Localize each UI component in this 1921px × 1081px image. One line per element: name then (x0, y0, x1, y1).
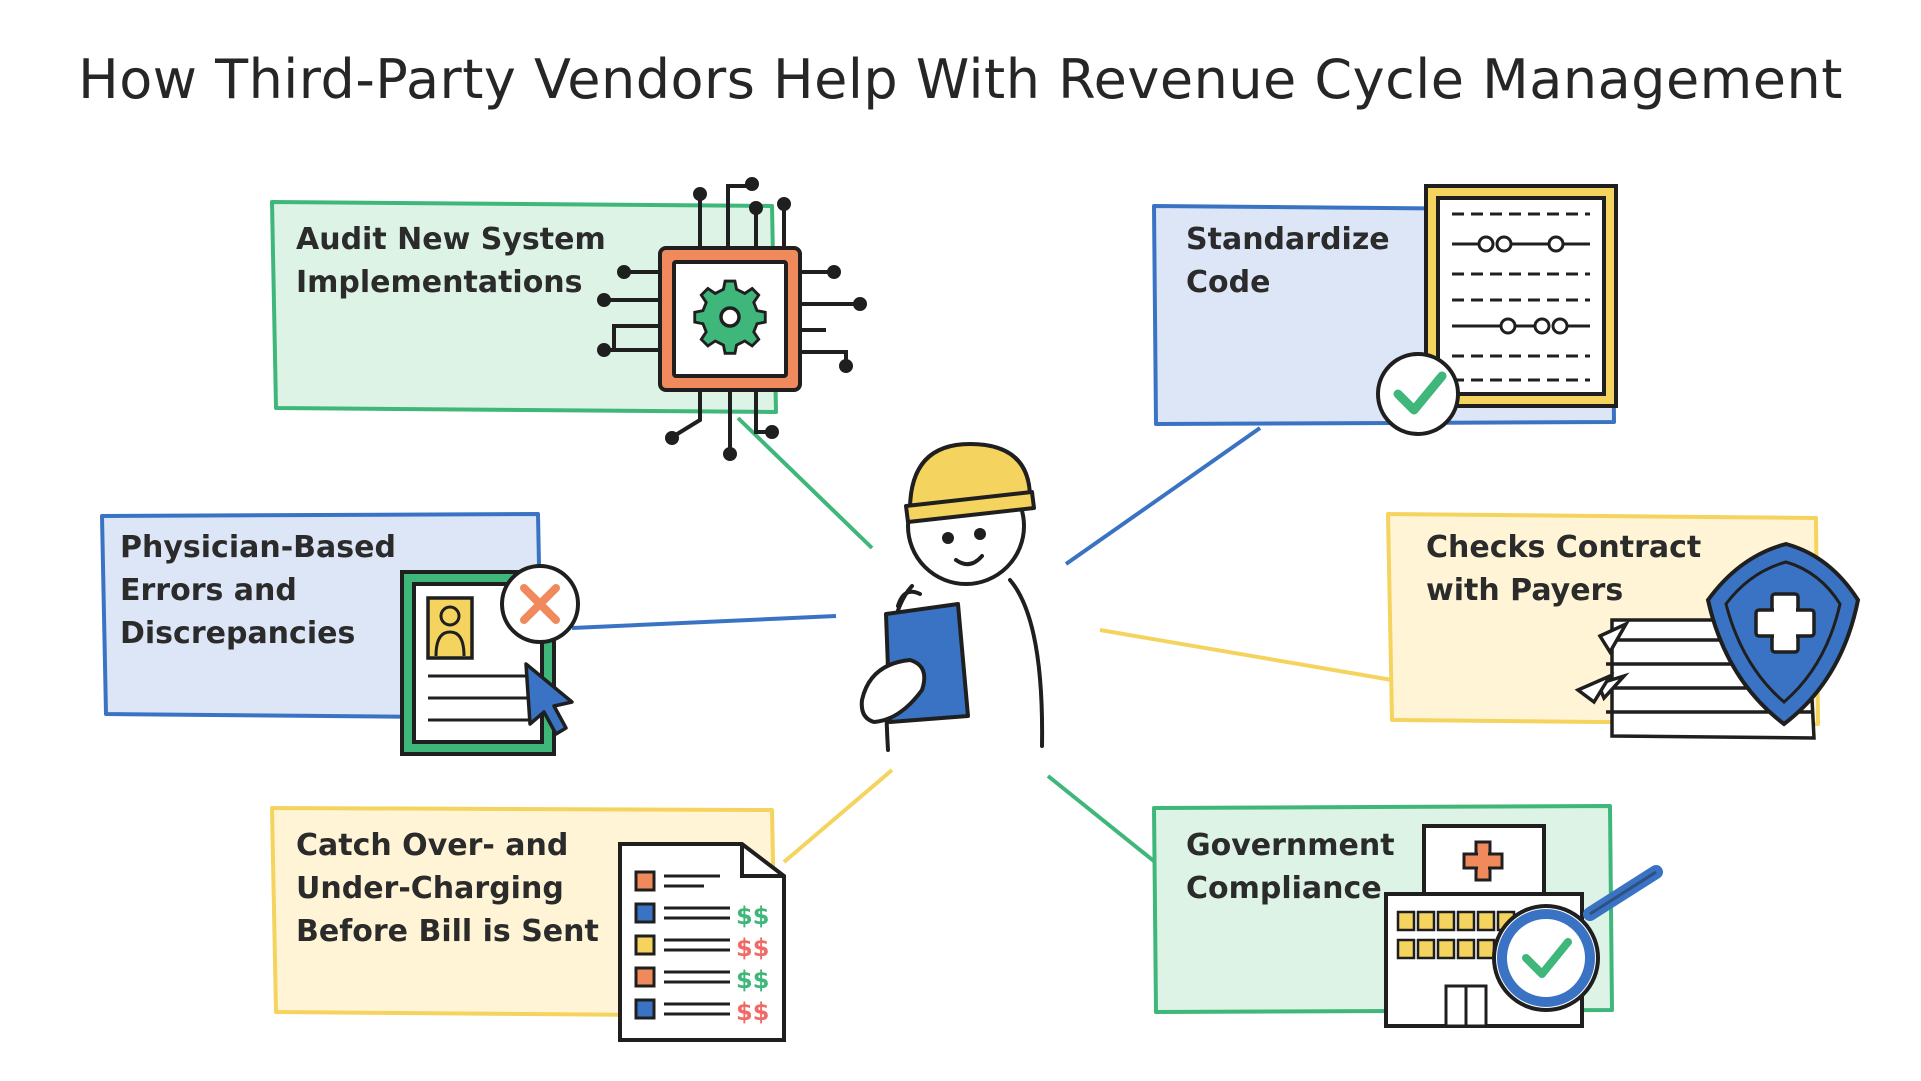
code-document-check-icon (1376, 184, 1618, 436)
card-contract: Checks Contract with Payers (1426, 526, 1701, 612)
card-standardize-line-2: Code (1186, 265, 1271, 300)
bill-checklist-icon (618, 842, 786, 1042)
card-compliance-line-1: Government (1186, 828, 1395, 863)
hospital-magnifier-icon (1384, 824, 1663, 1028)
connector-compliance (1046, 774, 1162, 868)
card-physician: Physician-Based Errors and Discrepancies (120, 526, 396, 655)
connector-audit (736, 416, 874, 550)
connector-charging (782, 768, 894, 864)
card-physician-line-1: Physician-Based (120, 530, 396, 565)
bill-mark-4: $$ (736, 998, 769, 1026)
card-charging-line-3: Before Bill is Sent (296, 914, 599, 949)
card-charging-line-1: Catch Over- and (296, 828, 569, 863)
worker-hardhat-clipboard-icon (859, 442, 1045, 752)
card-audit-line-1: Audit New System (296, 222, 606, 257)
profile-error-cursor-icon (400, 564, 580, 756)
bill-mark-1: $$ (736, 902, 769, 930)
card-charging-line-2: Under-Charging (296, 871, 564, 906)
card-audit-line-2: Implementations (296, 265, 583, 300)
connector-physician (571, 614, 837, 630)
card-charging: Catch Over- and Under-Charging Before Bi… (296, 824, 599, 953)
bill-mark-3: $$ (736, 966, 769, 994)
circuit-chip-gear-icon (597, 177, 867, 461)
connector-standardize (1064, 426, 1262, 566)
card-contract-line-2: with Payers (1426, 573, 1624, 608)
shield-papers-icon (1574, 541, 1861, 740)
card-contract-line-1: Checks Contract (1426, 530, 1702, 565)
card-compliance: Government Compliance (1186, 824, 1395, 910)
connector-contract (1099, 628, 1393, 682)
card-audit: Audit New System Implementations (296, 218, 606, 304)
card-standardize-line-1: Standardize (1186, 222, 1390, 257)
card-compliance-line-2: Compliance (1186, 871, 1382, 906)
card-physician-line-3: Discrepancies (120, 616, 356, 651)
card-standardize: Standardize Code (1186, 218, 1390, 304)
page-title: How Third-Party Vendors Help With Revenu… (78, 48, 1843, 111)
card-physician-line-2: Errors and (120, 573, 297, 608)
bill-mark-2: $$ (736, 934, 769, 962)
card-audit-box (270, 200, 778, 414)
